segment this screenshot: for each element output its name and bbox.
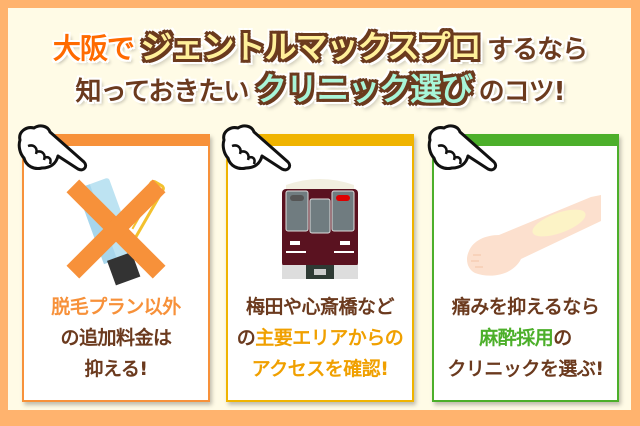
card-top-bar — [434, 136, 617, 146]
headline-device-name: ジェントルマックスプロ — [140, 28, 481, 66]
arm-cream-illustration — [434, 164, 617, 296]
train-illustration — [228, 164, 412, 296]
caption-line-2-suffix: の — [553, 327, 572, 349]
card-top-bar — [24, 136, 208, 146]
caption-line-2: の追加料金は — [60, 327, 172, 349]
tip-card-access: 梅田や心斎橋など の主要エリアからの アクセスを確認! — [221, 124, 414, 402]
card-caption: 痛みを抑えるなら 麻酔採用の クリニックを選ぶ! — [434, 292, 617, 385]
headline-prefix-2: 知っておきたい — [75, 77, 250, 107]
headline-location: 大阪で — [52, 32, 135, 65]
card-caption: 脱毛プラン以外 の追加料金は 抑える! — [24, 292, 208, 385]
caption-line-3: アクセスを確認! — [251, 358, 389, 380]
caption-line-1: 梅田や心斎橋など — [245, 296, 395, 318]
headline-line-2: 知っておきたい クリニック選び のコツ! — [0, 64, 640, 110]
headline-clinic-choice: クリニック選び — [255, 70, 473, 108]
caption-line-2: の主要エリアからの — [228, 323, 412, 354]
tip-card-additional-fees: 脱毛プラン以外 の追加料金は 抑える! — [17, 124, 210, 402]
pointing-hand-icon — [221, 124, 292, 172]
card-top-bar — [228, 136, 412, 146]
caption-line-2-highlight: 麻酔採用 — [479, 327, 554, 349]
headline-suffix-2: のコツ! — [478, 77, 566, 107]
caption-line-1: 痛みを抑えるなら — [451, 296, 600, 318]
card-caption: 梅田や心斎橋など の主要エリアからの アクセスを確認! — [228, 292, 412, 385]
caption-line-2: 麻酔採用の — [434, 323, 617, 354]
caption-line-3: 抑える! — [84, 358, 148, 380]
caption-line-1: 脱毛プラン以外 — [51, 296, 181, 318]
headline-line-1: 大阪で ジェントルマックスプロ するなら — [0, 22, 640, 68]
pointing-hand-icon — [427, 124, 498, 172]
pointing-hand-icon — [17, 124, 88, 172]
caption-line-2-highlight: 主要エリアからの — [255, 327, 404, 349]
caption-line-3: クリニックを選ぶ! — [447, 358, 604, 380]
caption-line-2-prefix: の — [236, 327, 256, 349]
tip-card-anesthesia: 痛みを抑えるなら 麻酔採用の クリニックを選ぶ! — [427, 124, 619, 402]
headline-suffix-1: するなら — [487, 35, 588, 65]
crossed-razor-illustration — [24, 164, 208, 296]
